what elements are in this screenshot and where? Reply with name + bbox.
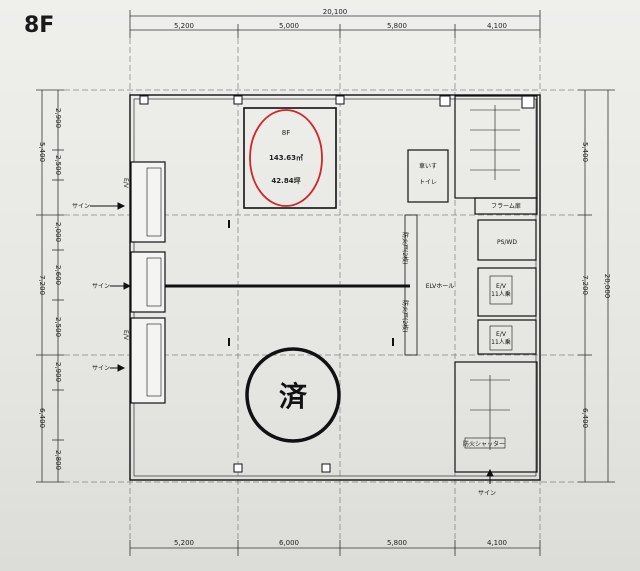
span-top-4: 4,100 (487, 22, 507, 30)
top-dimension (129, 10, 541, 38)
left-sub-7: 2,800 (54, 450, 62, 470)
area-floor: 8F (282, 129, 290, 137)
fire-door-2: 防火戸(2枚) (401, 300, 409, 333)
ev1-line2: 11人乗 (491, 291, 511, 298)
columns (139, 95, 535, 473)
span-top-3: 5,800 (387, 22, 407, 30)
sign-4: サイン (478, 490, 496, 497)
right-total-height: 20,000 (603, 274, 611, 299)
left-sub-5: 2,500 (54, 317, 62, 337)
span-bottom-1: 5,200 (174, 539, 194, 547)
span-bottom-3: 5,800 (387, 539, 407, 547)
left-dimension (36, 89, 64, 483)
tick-marks (228, 220, 394, 346)
span-bottom-2: 6,000 (279, 539, 299, 547)
core-details (464, 105, 520, 450)
sign-3: サイン (92, 365, 110, 372)
left-ev-inner (146, 167, 162, 397)
sign-arrows (90, 202, 494, 484)
hall-label: ELVホール (426, 283, 455, 290)
floor-label: 8F (24, 13, 54, 38)
done-stamp-text: 済 (279, 380, 308, 413)
right-height-2: 7,200 (581, 275, 589, 295)
span-top-1: 5,200 (174, 22, 194, 30)
bottom-dimension (129, 540, 541, 556)
left-ev-label-2: E/V (122, 330, 129, 341)
left-sub-6: 2,900 (54, 362, 62, 382)
toilet-label-line1: 車いす (419, 162, 437, 170)
ps-label: PS/WD (497, 239, 517, 246)
right-dimension (578, 89, 615, 483)
area-tsubo: 42.84坪 (271, 176, 300, 185)
left-ev-shafts (130, 161, 166, 404)
toilet-label-line2: トイレ (419, 179, 437, 186)
fire-door-1: 防火戸(2枚) (401, 232, 409, 265)
left-height-2: 7,200 (38, 275, 46, 295)
left-sub-4: 2,600 (54, 265, 62, 285)
total-width-label: 20,100 (323, 8, 348, 16)
area-box (243, 107, 337, 209)
area-sqm: 143.63㎡ (269, 153, 303, 162)
span-bottom-4: 4,100 (487, 539, 507, 547)
span-top-2: 5,000 (279, 22, 299, 30)
left-height-1: 5,400 (38, 142, 46, 162)
left-sub-2: 2,500 (54, 155, 62, 175)
sign-1: サイン (72, 203, 90, 210)
signs: サイン サイン サイン サイン (72, 203, 496, 497)
shutter-label: 防火シャッター (463, 440, 505, 448)
sign-2: サイン (92, 283, 110, 290)
frame-label: フラーム扉 (491, 202, 521, 210)
done-stamp-circle (245, 347, 341, 443)
ev2-line1: E/V (496, 331, 507, 338)
left-ev-label-1: E/V (122, 178, 129, 189)
left-sub-1: 2,900 (54, 108, 62, 128)
right-height-3: 6,400 (581, 408, 589, 428)
left-sub-3: 2,000 (54, 222, 62, 242)
ev2-line2: 11人乗 (491, 339, 511, 346)
area-highlight-circle (249, 109, 323, 207)
left-height-3: 6,400 (38, 408, 46, 428)
ev1-line1: E/V (496, 283, 507, 290)
right-core (404, 95, 538, 473)
right-height-1: 5,400 (581, 142, 589, 162)
